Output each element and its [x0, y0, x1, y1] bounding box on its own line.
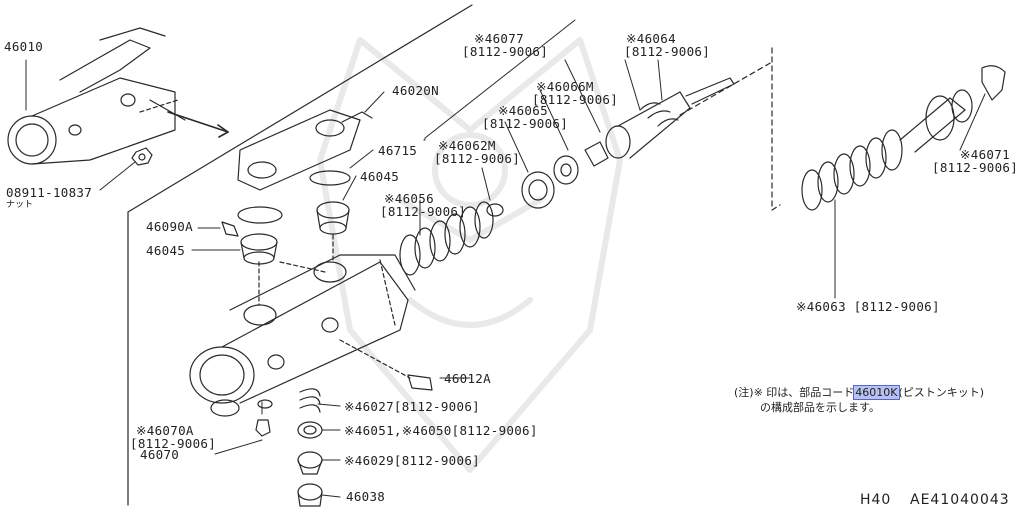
cylinder-body-icon — [189, 234, 416, 417]
footer-model: H40 — [860, 492, 892, 508]
note-suffix: (ピストンキット) — [898, 386, 985, 399]
label-46045-upper[interactable]: 46045 — [360, 169, 400, 184]
piston-kit-note-line1: (注)※ 印は、部品コード46010K(ピストンキット) — [734, 385, 985, 400]
secondary-spring-icon — [801, 129, 903, 211]
label-46065[interactable]: ※46065 — [498, 103, 548, 118]
label-46077-code: [8112-9006] — [462, 44, 549, 59]
secondary-piston-icon — [899, 89, 973, 153]
label-46029[interactable]: ※46029[8112-9006] — [344, 453, 480, 468]
piston-cup-icon — [486, 155, 579, 217]
leader-lines — [25, 59, 986, 498]
label-46090A[interactable]: 46090A — [146, 219, 193, 234]
label-46715[interactable]: 46715 — [378, 143, 418, 158]
note-prefix: (注)※ 印は、部品コード — [734, 386, 855, 399]
label-46027[interactable]: ※46027[8112-9006] — [344, 399, 480, 414]
label-46065-code: [8112-9006] — [482, 116, 569, 131]
stopper-icon — [981, 65, 1006, 101]
label-46038[interactable]: 46038 — [346, 489, 386, 504]
label-46062M-code: [8112-9006] — [434, 151, 521, 166]
note-part-code-46010K[interactable]: 46010K — [853, 385, 900, 400]
label-46070[interactable]: 46070 — [140, 447, 180, 462]
watermark-emblem — [317, 37, 623, 473]
label-46066M[interactable]: ※46066M — [536, 79, 594, 94]
label-46070A[interactable]: ※46070A — [136, 423, 194, 438]
dashed-extension — [771, 47, 781, 211]
footer-diagram-code: AE41040043 — [910, 492, 1010, 508]
piston-kit-note-line2: の構成部品を示します。 — [760, 401, 880, 414]
label-46056-code: [8112-9006] — [380, 204, 467, 219]
label-08911-10837[interactable]: 08911-10837 — [6, 185, 93, 200]
label-46056[interactable]: ※46056 — [384, 191, 434, 206]
label-46064-code: [8112-9006] — [624, 44, 711, 59]
label-nut-jp: ナット — [6, 200, 34, 210]
nut-icon — [131, 147, 153, 166]
label-46071[interactable]: ※46071 — [960, 147, 1010, 162]
o-ring-icon — [237, 170, 351, 224]
label-46071-code: [8112-9006] — [932, 160, 1019, 175]
label-46045-lower[interactable]: 46045 — [146, 243, 186, 258]
label-46020N[interactable]: 46020N — [392, 83, 439, 98]
bleeder-screw-icon — [255, 374, 433, 437]
spring-seat-icon — [297, 388, 323, 507]
label-46051-46050[interactable]: ※46051,※46050[8112-9006] — [344, 423, 538, 438]
label-46077[interactable]: ※46077 — [474, 31, 524, 46]
reservoir-icon — [237, 109, 373, 191]
master-cylinder-assembly-icon — [7, 27, 229, 165]
label-46012A[interactable]: 46012A — [444, 371, 491, 386]
label-46010[interactable]: 46010 — [4, 39, 44, 54]
label-46064[interactable]: ※46064 — [626, 31, 676, 46]
boot-icon — [639, 102, 679, 127]
return-spring-icon — [399, 201, 494, 276]
piston-rod-icon — [584, 77, 735, 167]
bolt-icon — [221, 221, 239, 237]
label-46062M[interactable]: ※46062M — [438, 138, 496, 153]
label-46063[interactable]: ※46063 [8112-9006] — [796, 299, 940, 314]
label-46066M-code: [8112-9006] — [532, 92, 619, 107]
label-46070A-code: [8112-9006] — [130, 436, 217, 451]
